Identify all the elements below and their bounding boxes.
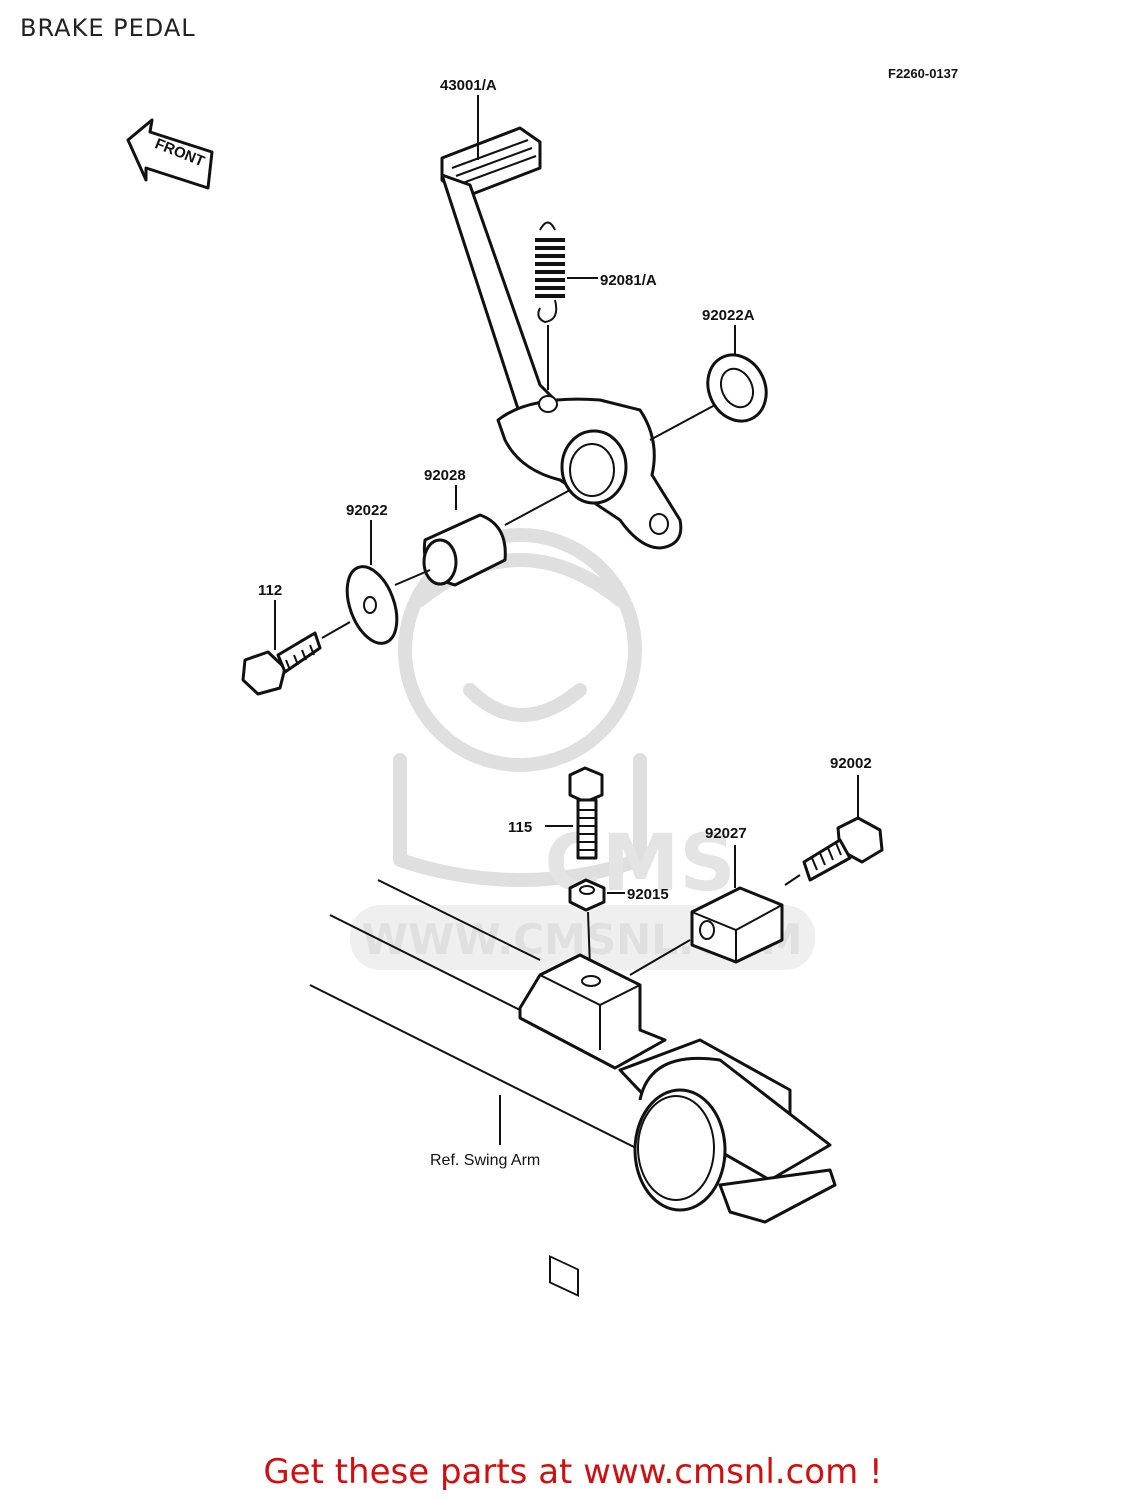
- spring-92081: [535, 221, 565, 390]
- part-label-92022: 92022: [346, 502, 388, 519]
- part-label-92022A: 92022A: [702, 307, 755, 324]
- part-label-92027: 92027: [705, 825, 747, 842]
- swing-arm-label: Ref. Swing Arm: [430, 1152, 540, 1169]
- bolt-92002: [802, 816, 884, 882]
- part-label-43001: 43001/A: [440, 77, 497, 94]
- washer-92022: [345, 565, 399, 645]
- swing-arm-reference: [309, 879, 837, 1297]
- part-label-92028: 92028: [424, 467, 466, 484]
- collar-92028: [422, 513, 507, 587]
- part-label-112: 112: [258, 582, 282, 599]
- page-title: BRAKE PEDAL: [20, 14, 196, 42]
- bolt-112: [241, 631, 322, 696]
- block-92027: [690, 886, 784, 964]
- bolt-115: [568, 766, 604, 860]
- front-arrow-icon: FRONT: [126, 118, 214, 190]
- nut-92015: [568, 878, 606, 912]
- part-label-92015: 92015: [627, 886, 669, 903]
- footer-cta-link[interactable]: Get these parts at www.cmsnl.com !: [263, 1452, 883, 1492]
- brake-pedal-43001: [440, 126, 683, 550]
- part-label-115: 115: [508, 819, 532, 836]
- footer-cta: Get these parts at www.cmsnl.com !: [0, 1452, 1146, 1492]
- figure-code: F2260-0137: [888, 66, 958, 81]
- part-label-92002: 92002: [830, 755, 872, 772]
- part-label-92081: 92081/A: [600, 272, 657, 289]
- washer-92022A: [706, 353, 768, 423]
